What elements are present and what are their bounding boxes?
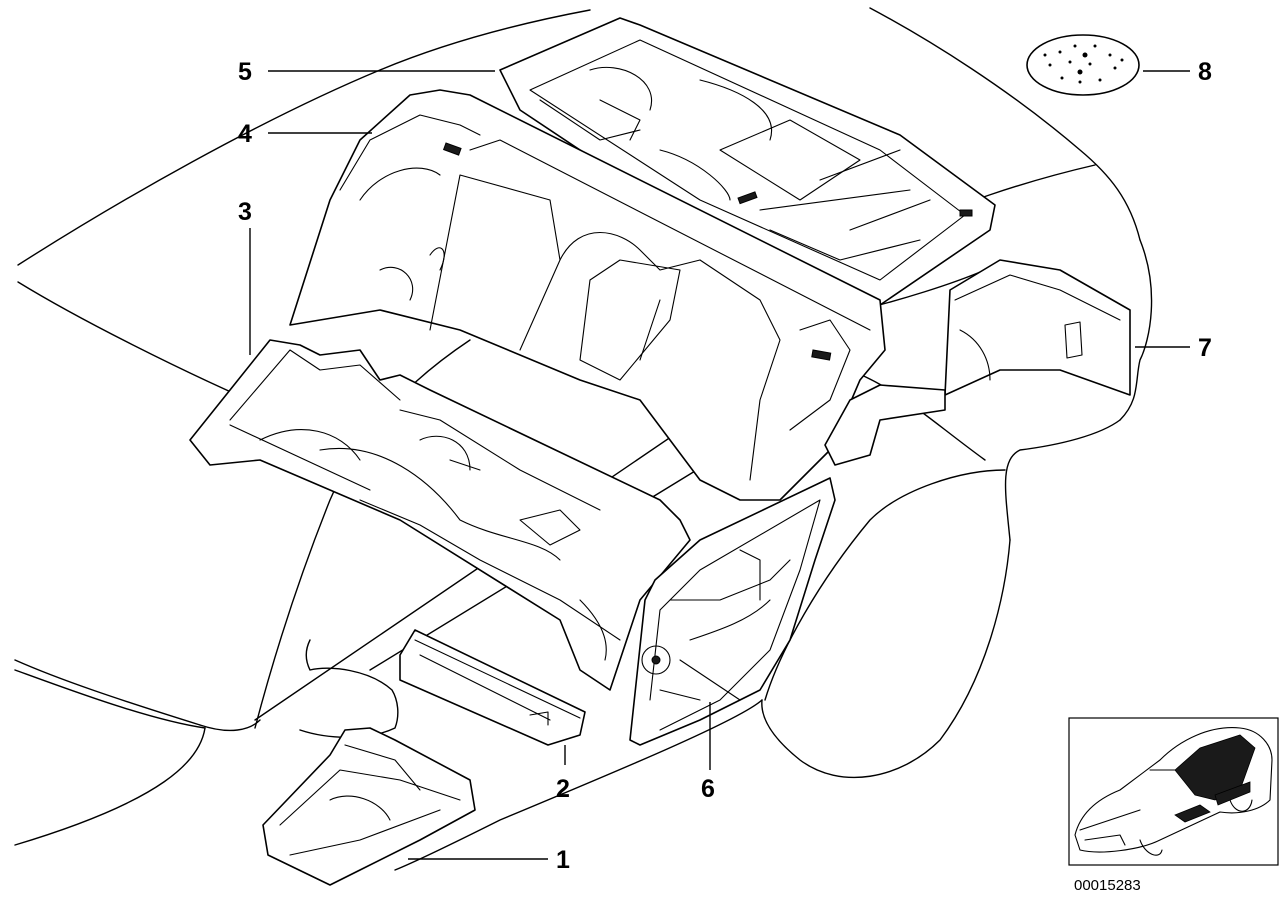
reference-number: 00015283 bbox=[1074, 877, 1141, 894]
locator-car-icon bbox=[1074, 727, 1273, 856]
part-6-door-insulation bbox=[629, 477, 836, 746]
part-2-tunnel-insulation bbox=[399, 629, 586, 746]
part-5-shelf-insulation bbox=[499, 17, 996, 306]
part-3-floor-insulation bbox=[189, 339, 691, 691]
callout-4: 4 bbox=[238, 120, 252, 148]
callout-3: 3 bbox=[238, 198, 252, 226]
callout-labels: 1 2 3 4 5 6 7 8 bbox=[238, 58, 1212, 874]
part-8-round-pad bbox=[1026, 34, 1140, 96]
locator-thumbnail: 00015283 bbox=[1068, 717, 1279, 894]
callout-8: 8 bbox=[1198, 58, 1212, 86]
callout-6: 6 bbox=[701, 775, 715, 803]
part-1-front-floor-insulation bbox=[262, 727, 476, 886]
callout-1: 1 bbox=[556, 846, 570, 874]
callout-2: 2 bbox=[556, 775, 570, 803]
callout-5: 5 bbox=[238, 58, 252, 86]
leader-lines bbox=[249, 70, 1190, 860]
callout-7: 7 bbox=[1198, 334, 1212, 362]
part-7-side-insulation bbox=[824, 259, 1131, 466]
